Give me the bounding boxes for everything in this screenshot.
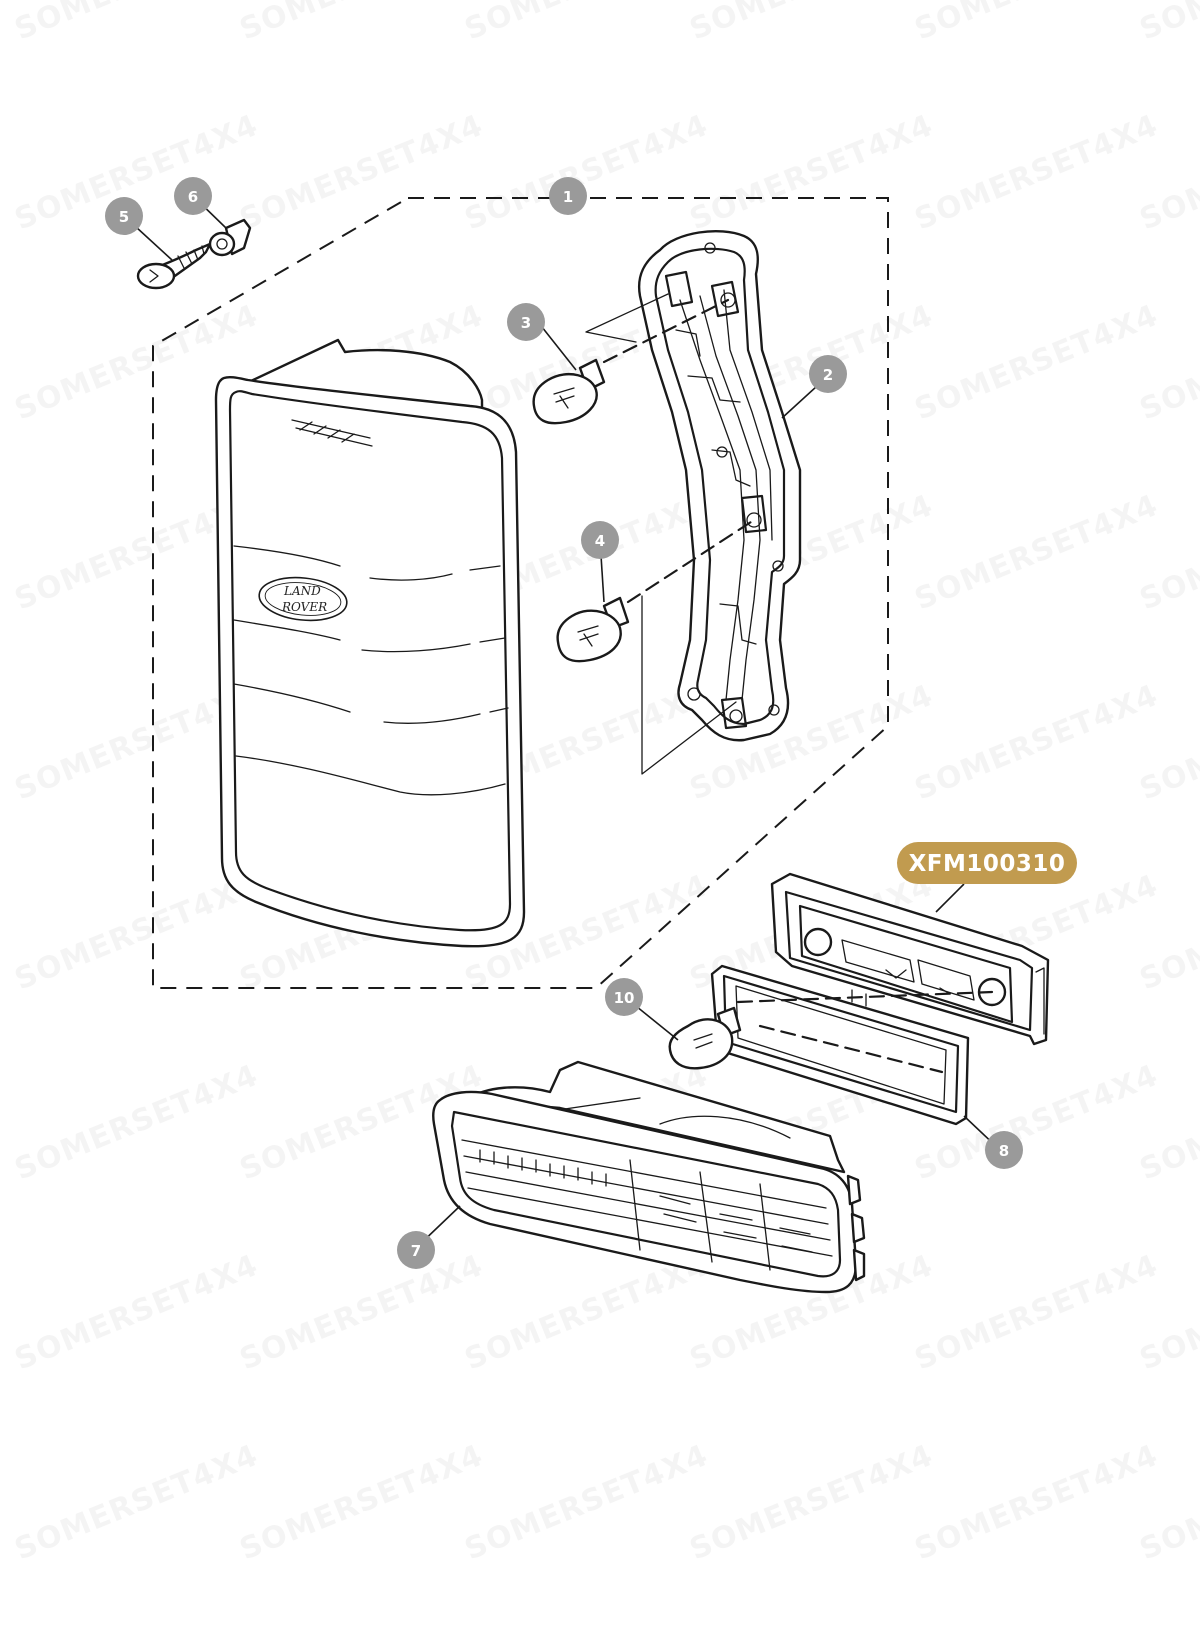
watermark-text: SOMERSET4X4 xyxy=(910,108,1163,237)
bulb-stop-tail[interactable] xyxy=(532,298,730,425)
watermark-text: SOMERSET4X4 xyxy=(460,1438,713,1567)
assembly-dashed-outline xyxy=(152,197,889,989)
watermark-text: SOMERSET4X4 xyxy=(685,108,938,237)
callout-1[interactable]: 1 xyxy=(549,177,587,215)
callout-8-label: 8 xyxy=(999,1142,1009,1160)
watermark-text: SOMERSET4X4 xyxy=(10,0,263,47)
callout-4[interactable]: 4 xyxy=(581,521,619,559)
watermark-text: SOMERSET4X4 xyxy=(460,1248,713,1377)
self-tapping-screw[interactable] xyxy=(136,242,212,290)
watermark-text: SOMERSET4X4 xyxy=(10,1248,263,1377)
callout-7-label: 7 xyxy=(411,1242,421,1260)
watermark-text: SOMERSET4X4 xyxy=(685,1438,938,1567)
socket-upper xyxy=(664,270,740,318)
callout-5[interactable]: 5 xyxy=(105,197,143,235)
indicator-housing-back[interactable] xyxy=(770,872,1050,1046)
watermark-text: SOMERSET4X4 xyxy=(910,0,1163,47)
callout-10-label: 10 xyxy=(614,989,635,1007)
watermark-text: SOMERSET4X4 xyxy=(10,1438,263,1567)
watermark-text: SOMERSET4X4 xyxy=(460,0,713,47)
watermark-text: SOMERSET4X4 xyxy=(910,1438,1163,1567)
callout-5-label: 5 xyxy=(119,208,129,226)
callout-3[interactable]: 3 xyxy=(507,303,545,341)
watermark-text: SOMERSET4X4 xyxy=(235,108,488,237)
callout-1-label: 1 xyxy=(563,188,573,206)
watermark-text: SOMERSET4X4 xyxy=(910,488,1163,617)
lens-fluting-pattern xyxy=(461,1139,833,1271)
socket-middle xyxy=(740,494,768,534)
indicator-bulb[interactable] xyxy=(668,990,994,1074)
clip-nut[interactable] xyxy=(208,218,252,257)
bulb-holder-board[interactable] xyxy=(637,230,802,742)
callout-6[interactable]: 6 xyxy=(174,177,212,215)
bulb-indicator-reverse[interactable] xyxy=(556,518,756,663)
callout-8[interactable]: 8 xyxy=(985,1131,1023,1169)
land-rover-oval-logo: LAND ROVER xyxy=(258,576,348,622)
socket-lower xyxy=(720,696,748,730)
callout-3-label: 3 xyxy=(521,314,531,332)
part-number-label: XFM100310 xyxy=(909,851,1066,877)
alignment-guide-upper xyxy=(585,293,669,343)
callout-4-label: 4 xyxy=(595,532,605,550)
rover-shortcut-logo xyxy=(291,419,373,447)
watermark-text: SOMERSET4X4 xyxy=(10,1058,263,1187)
watermark-text: SOMERSET4X4 xyxy=(910,298,1163,427)
callout-2[interactable]: 2 xyxy=(809,355,847,393)
part-number-badge[interactable]: XFM100310 xyxy=(897,842,1077,884)
watermark-text: SOMERSET4X4 xyxy=(235,1438,488,1567)
front-indicator-lens[interactable] xyxy=(432,1060,866,1294)
callout-6-label: 6 xyxy=(188,188,198,206)
watermark-layer: SOMERSET4X4SOMERSET4X4SOMERSET4X4SOMERSE… xyxy=(10,0,1200,1567)
callout-2-label: 2 xyxy=(823,366,833,384)
callout-10[interactable]: 10 xyxy=(605,978,643,1016)
callout-7[interactable]: 7 xyxy=(397,1231,435,1269)
tail-lamp-lens[interactable]: LAND ROVER xyxy=(214,338,526,948)
watermark-text: SOMERSET4X4 xyxy=(910,678,1163,807)
watermark-text: SOMERSET4X4 xyxy=(1135,0,1200,47)
logo-line1: LAND xyxy=(283,584,321,598)
watermark-text: SOMERSET4X4 xyxy=(235,1248,488,1377)
watermark-text: SOMERSET4X4 xyxy=(10,868,263,997)
logo-line2: ROVER xyxy=(281,600,327,614)
watermark-text: SOMERSET4X4 xyxy=(685,0,938,47)
alignment-guide-lower xyxy=(641,595,737,775)
watermark-text: SOMERSET4X4 xyxy=(910,1248,1163,1377)
watermark-text: SOMERSET4X4 xyxy=(460,108,713,237)
watermark-text: SOMERSET4X4 xyxy=(235,0,488,47)
